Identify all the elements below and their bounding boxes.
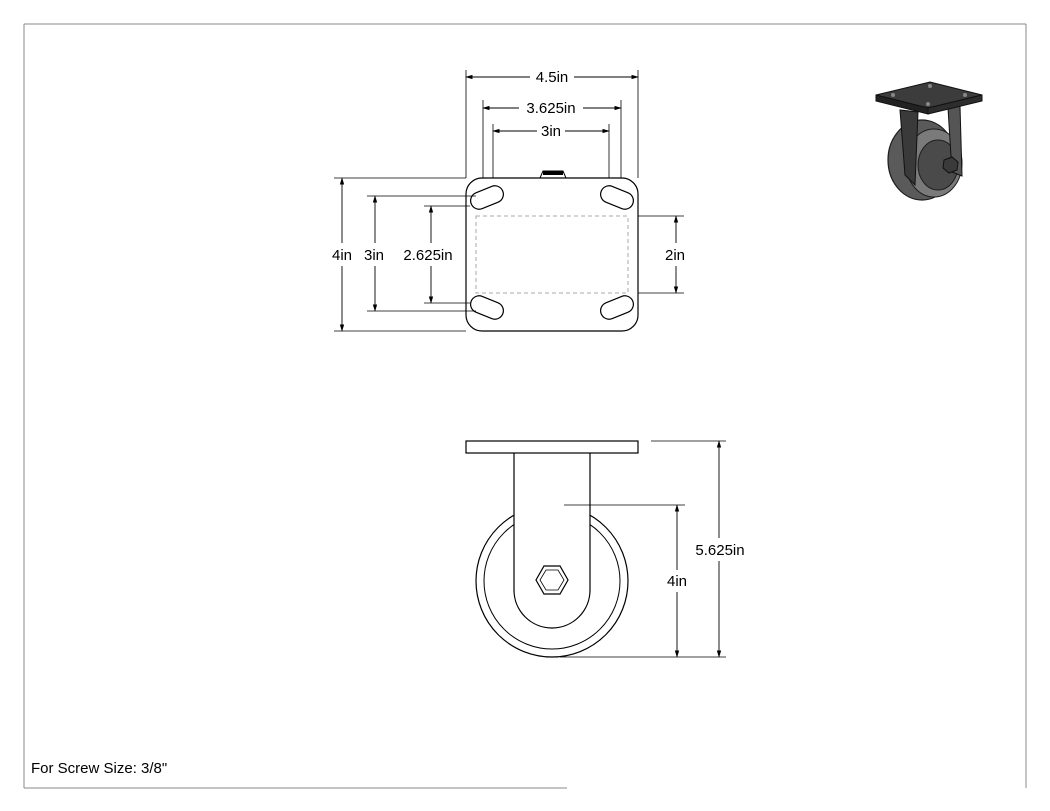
slot-bottom-right <box>600 295 634 320</box>
fork-leg <box>513 453 591 629</box>
side-plate <box>465 440 639 454</box>
slot-bottom-left <box>470 295 504 320</box>
dim-inner-length: 2in <box>665 247 685 264</box>
dim-hole-outer-length: 3in <box>364 247 384 264</box>
side-view: 5.625in 4in <box>465 440 745 658</box>
slot-top-left <box>470 185 504 210</box>
hidden-outline <box>475 215 629 294</box>
caster-isometric-icon <box>875 81 983 201</box>
dim-plate-length: 4in <box>332 247 352 264</box>
top-view: 4.5in 3.625in 3in 4in 3in 2.625in <box>332 69 685 332</box>
screw-size-note: For Screw Size: 3/8" <box>31 760 168 777</box>
slot-top-right <box>600 185 634 210</box>
dim-overall-height: 5.625in <box>695 542 744 559</box>
dim-hole-inner-width: 3in <box>541 123 561 140</box>
dim-plate-width: 4.5in <box>536 69 569 86</box>
dim-wheel-diameter: 4in <box>667 573 687 590</box>
drawing-frame <box>23 23 1027 789</box>
mounting-slots <box>470 185 634 320</box>
dim-hole-outer-width: 3.625in <box>526 100 575 117</box>
dim-hole-inner-length: 2.625in <box>403 247 452 264</box>
